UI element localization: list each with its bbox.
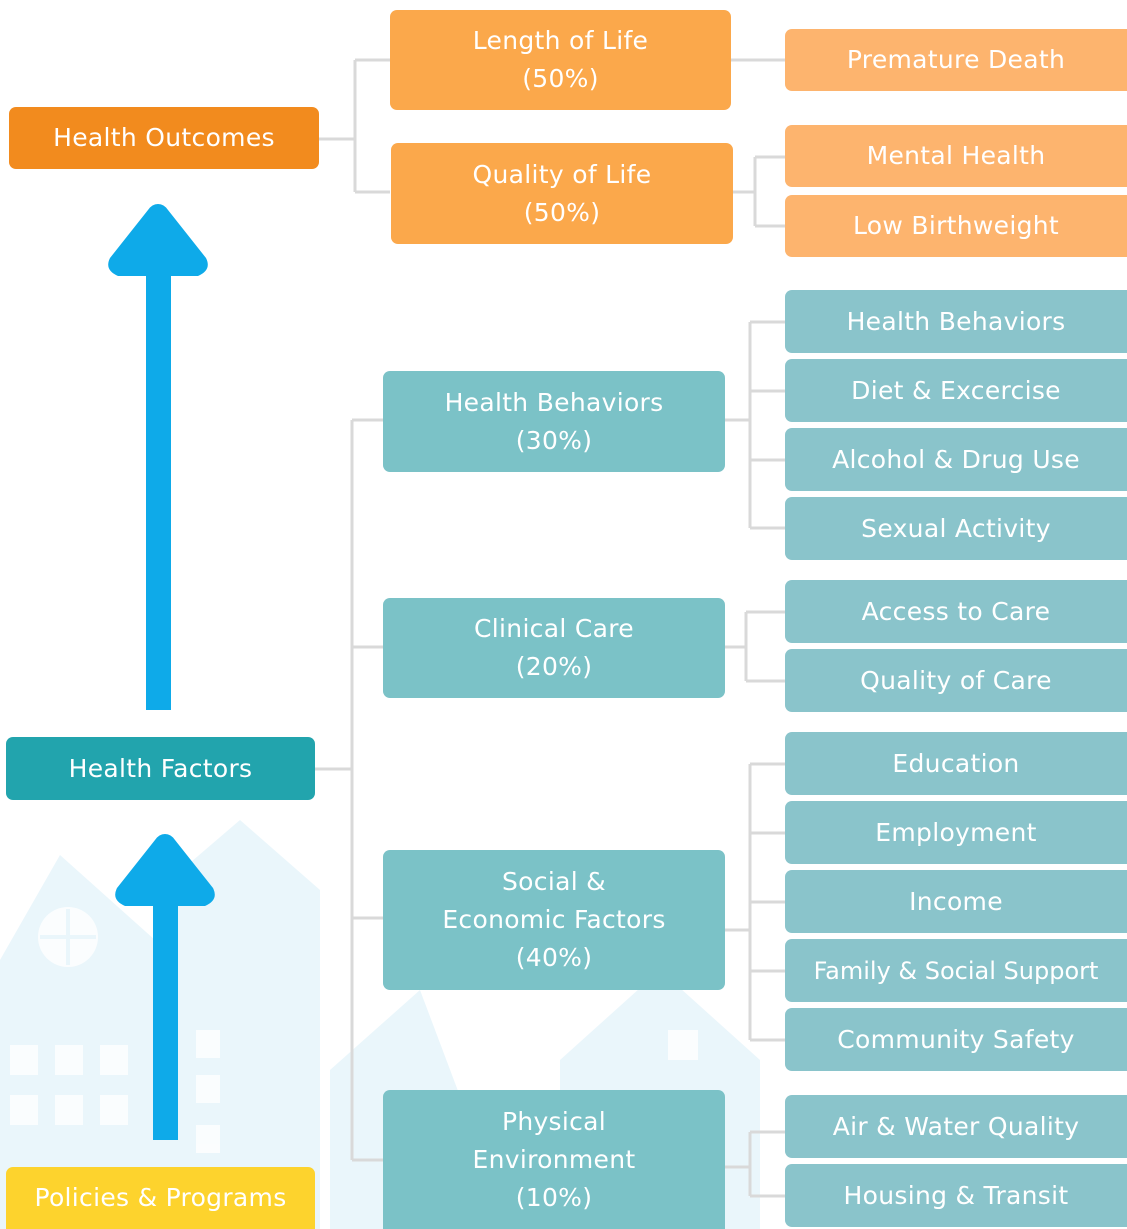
- leaf-quality-of-care[interactable]: Quality of Care: [785, 649, 1127, 712]
- leaf-family-social-support[interactable]: Family & Social Support: [785, 939, 1127, 1002]
- leaf-low-birthweight-label: Low Birthweight: [853, 211, 1059, 240]
- leaf-sexual-activity[interactable]: Sexual Activity: [785, 497, 1127, 560]
- health-behaviors-category-weight: (30%): [515, 425, 593, 455]
- physical-environment-box[interactable]: Physical Environment (10%): [383, 1090, 725, 1229]
- leaf-income[interactable]: Income: [785, 870, 1127, 933]
- leaf-health-behaviors[interactable]: Health Behaviors: [785, 290, 1127, 353]
- length-of-life-weight: (50%): [522, 64, 599, 93]
- leaf-premature-death-label: Premature Death: [846, 45, 1066, 74]
- leaf-diet-exercise-label: Diet & Excercise: [851, 375, 1061, 405]
- leaf-mental-health-label: Mental Health: [866, 141, 1046, 170]
- leaf-family-social-support-label: Family & Social Support: [813, 956, 1099, 985]
- physical-environment-weight: (10%): [515, 1182, 593, 1212]
- connector-quality-of-life: [733, 155, 785, 228]
- policies-programs-box[interactable]: Policies & Programs: [6, 1167, 315, 1229]
- leaf-education[interactable]: Education: [785, 732, 1127, 795]
- health-outcomes-label: Health Outcomes: [53, 123, 275, 152]
- arrow-to-health-outcomes: [108, 204, 208, 710]
- clinical-care-title: Clinical Care: [474, 614, 634, 643]
- connector-clinical-care: [725, 610, 785, 683]
- leaf-education-label: Education: [892, 748, 1020, 778]
- leaf-air-water-quality-label: Air & Water Quality: [832, 1111, 1080, 1141]
- leaf-diet-exercise[interactable]: Diet & Excercise: [785, 359, 1127, 422]
- leaf-housing-transit[interactable]: Housing & Transit: [785, 1164, 1127, 1227]
- physical-environment-title-line1: Physical: [501, 1106, 607, 1136]
- length-of-life-title: Length of Life: [472, 26, 649, 55]
- leaf-quality-of-care-label: Quality of Care: [860, 665, 1052, 695]
- leaf-alcohol-drug-use[interactable]: Alcohol & Drug Use: [785, 428, 1127, 491]
- leaf-employment[interactable]: Employment: [785, 801, 1127, 864]
- leaf-employment-label: Employment: [875, 817, 1037, 847]
- connector-physical-environment: [725, 1130, 785, 1198]
- policies-programs-label: Policies & Programs: [34, 1183, 287, 1212]
- leaf-income-label: Income: [909, 886, 1003, 916]
- leaf-access-to-care[interactable]: Access to Care: [785, 580, 1127, 643]
- social-economic-title-line2: Economic Factors: [442, 905, 666, 934]
- clinical-care-weight: (20%): [515, 652, 593, 681]
- leaf-sexual-activity-label: Sexual Activity: [861, 513, 1051, 543]
- health-factors-box[interactable]: Health Factors: [6, 737, 315, 800]
- connector-health-behaviors: [725, 320, 785, 530]
- leaf-health-behaviors-label: Health Behaviors: [846, 306, 1066, 336]
- health-behaviors-category-title: Health Behaviors: [444, 387, 664, 417]
- leaf-low-birthweight[interactable]: Low Birthweight: [785, 195, 1127, 257]
- leaf-air-water-quality[interactable]: Air & Water Quality: [785, 1095, 1127, 1158]
- connector-social-economic: [725, 762, 785, 1042]
- clinical-care-box[interactable]: Clinical Care (20%): [383, 598, 725, 698]
- connector-factors-root: [315, 418, 383, 1162]
- health-behaviors-category-box[interactable]: Health Behaviors (30%): [383, 371, 725, 472]
- length-of-life-box[interactable]: Length of Life (50%): [390, 10, 731, 110]
- leaf-premature-death[interactable]: Premature Death: [785, 29, 1127, 91]
- health-outcomes-box[interactable]: Health Outcomes: [9, 107, 319, 169]
- quality-of-life-weight: (50%): [523, 197, 601, 227]
- social-economic-weight: (40%): [515, 943, 593, 972]
- leaf-community-safety[interactable]: Community Safety: [785, 1008, 1127, 1071]
- leaf-mental-health[interactable]: Mental Health: [785, 125, 1127, 187]
- arrow-to-health-factors: [115, 834, 215, 1140]
- quality-of-life-title: Quality of Life: [472, 159, 652, 189]
- health-factors-label: Health Factors: [68, 753, 253, 783]
- leaf-alcohol-drug-use-label: Alcohol & Drug Use: [832, 444, 1080, 474]
- leaf-housing-transit-label: Housing & Transit: [843, 1180, 1069, 1210]
- social-economic-title-line1: Social &: [502, 867, 606, 896]
- leaf-access-to-care-label: Access to Care: [861, 596, 1051, 626]
- social-economic-box[interactable]: Social & Economic Factors (40%): [383, 850, 725, 990]
- physical-environment-title-line2: Environment: [472, 1144, 636, 1174]
- leaf-community-safety-label: Community Safety: [837, 1024, 1075, 1054]
- quality-of-life-box[interactable]: Quality of Life (50%): [391, 143, 733, 244]
- connector-outcomes-root: [319, 58, 390, 194]
